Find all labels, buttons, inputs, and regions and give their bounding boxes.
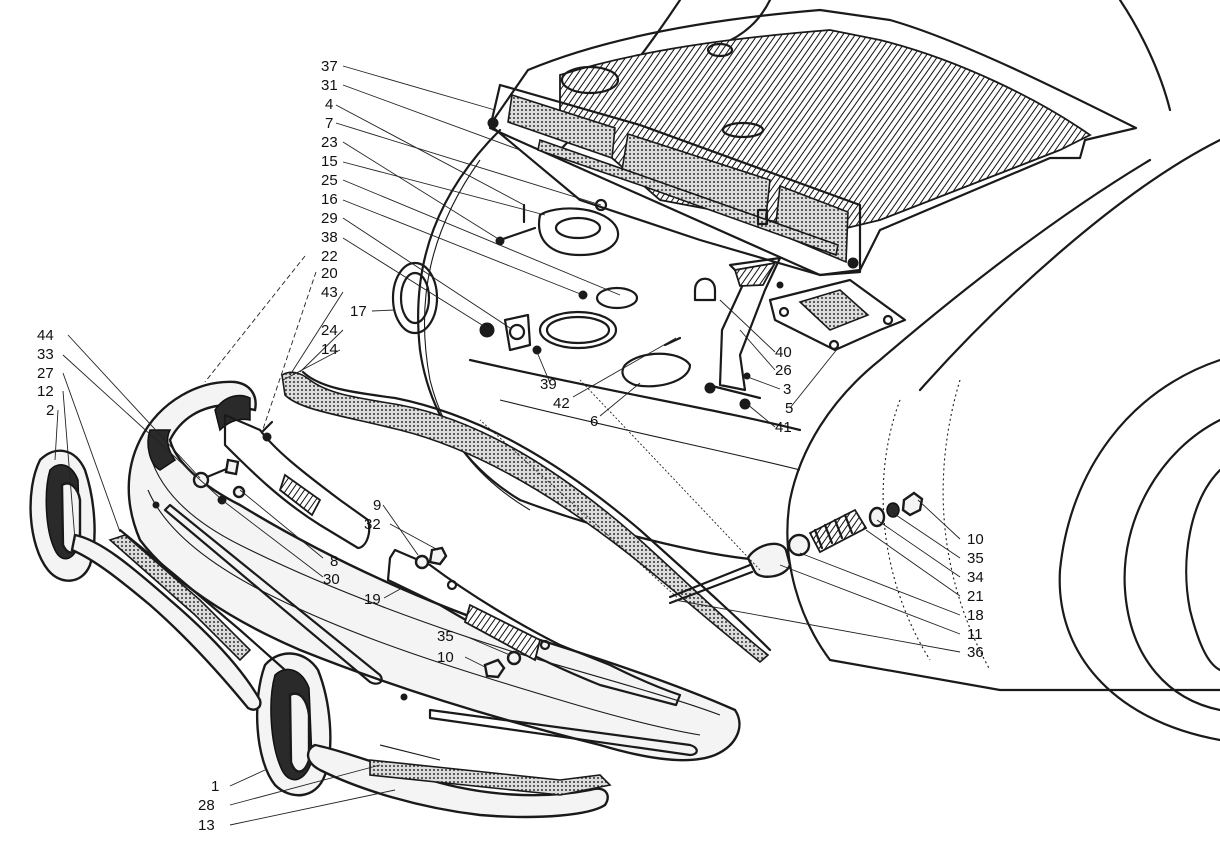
overrider-right [255,652,332,797]
callout-11: 11 [967,626,983,643]
callout-26: 26 [775,362,792,379]
callout-10-right: 10 [967,531,984,548]
leader-lines [54,65,961,826]
rear-bumper [127,380,741,762]
callout-31: 31 [321,77,338,94]
callout-36: 36 [967,644,984,661]
callout-13: 13 [198,817,215,834]
callout-39: 39 [540,376,557,393]
small-hardware [192,458,522,679]
callout-28: 28 [198,797,215,814]
trunk-interior-parts [391,198,907,410]
callout-4: 4 [325,96,333,113]
callout-29: 29 [321,210,338,227]
callout-33: 33 [37,346,54,363]
callout-5: 5 [785,400,793,417]
callout-42: 42 [553,395,570,412]
callout-19: 19 [364,591,381,608]
callout-1: 1 [211,778,219,795]
overrider-left [29,449,96,582]
callout-37: 37 [321,58,338,75]
callout-30: 30 [323,571,340,588]
callout-16: 16 [321,191,338,208]
callout-8: 8 [330,553,338,570]
car-body-outline [417,0,1220,742]
callout-40: 40 [775,344,792,361]
callout-18: 18 [967,607,984,624]
callout-10-center: 10 [437,649,454,666]
callout-25: 25 [321,172,338,189]
rear-wheel [1058,358,1220,742]
callout-14: 14 [321,341,338,358]
callout-21: 21 [967,588,984,605]
callout-2: 2 [46,402,54,419]
bumper-bracket-center [386,548,682,707]
callout-34: 34 [967,569,984,586]
callout-17: 17 [350,303,367,320]
callout-24: 24 [321,322,338,339]
callout-32: 32 [364,516,381,533]
bumper-bolt-assembly [668,491,924,605]
callout-3: 3 [783,381,791,398]
callout-23: 23 [321,134,338,151]
callout-9: 9 [373,497,381,514]
callout-41: 41 [775,419,792,436]
callout-22: 22 [321,248,338,265]
bumper-bracket-left [223,413,371,550]
callout-35-right: 35 [967,550,984,567]
callout-20: 20 [321,265,338,282]
callout-43: 43 [321,284,338,301]
callout-27: 27 [37,365,54,382]
callout-35-center: 35 [437,628,454,645]
callout-7: 7 [325,115,333,132]
trunk-lid-panel [487,8,1138,277]
callout-12: 12 [37,383,54,400]
callout-38: 38 [321,229,338,246]
valance-strip [281,370,772,664]
callout-15: 15 [321,153,338,170]
callout-44: 44 [37,327,54,344]
lower-trim-strip-left [70,528,287,711]
callout-labels: 37 31 4 7 23 15 25 16 29 38 22 20 43 17 … [37,58,984,834]
lower-trim-strip-right [306,743,612,819]
callout-6: 6 [590,413,598,430]
